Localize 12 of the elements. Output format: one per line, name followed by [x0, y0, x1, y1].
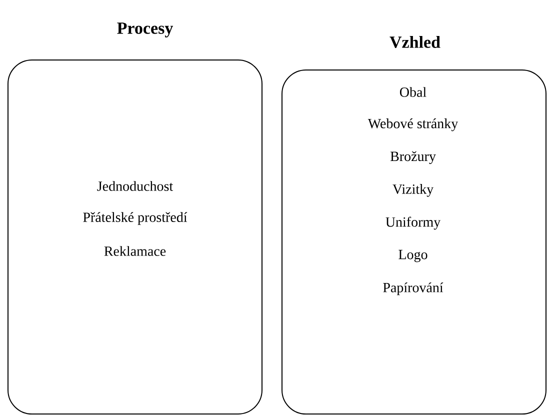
list-item: Brožury: [390, 151, 436, 164]
list-item: Jednoduchost: [97, 181, 174, 191]
list-item: Logo: [398, 250, 428, 262]
list-item: Obal: [400, 87, 426, 97]
list-item: Vizitky: [392, 184, 434, 197]
list-item: Papírování: [383, 282, 444, 296]
list-item: Uniformy: [386, 216, 441, 230]
list-item: Reklamace: [104, 246, 166, 256]
heading: Procesy: [117, 22, 173, 38]
list-item: Webové stránky: [368, 118, 458, 132]
list-item: Přátelské prostředí: [83, 212, 188, 225]
heading: Vzhled: [390, 36, 440, 48]
